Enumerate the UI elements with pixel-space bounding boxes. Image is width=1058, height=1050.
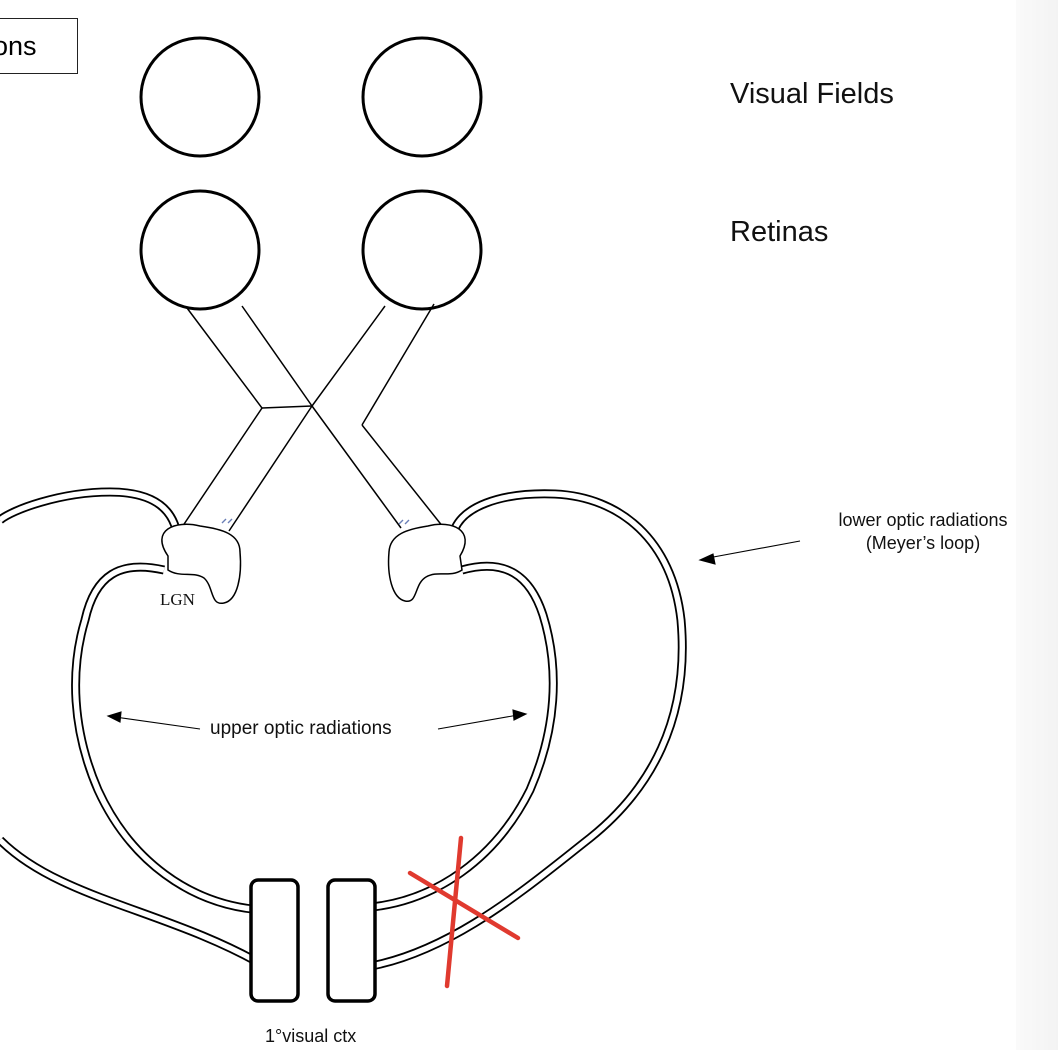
visual-cortex-right bbox=[326, 878, 377, 1003]
title-box: ons bbox=[0, 18, 78, 74]
upper-radiations-left-arrow bbox=[114, 716, 201, 730]
right-lower-optic-radiation bbox=[359, 489, 687, 973]
visual-pathway-diagram bbox=[0, 36, 801, 1003]
lgn-right bbox=[387, 523, 466, 602]
lgn-right-mark bbox=[398, 519, 410, 525]
visual-fields-label: Visual Fields bbox=[730, 78, 894, 110]
meyers-loop-arrowhead bbox=[698, 553, 716, 565]
upper-radiations-right-arrow bbox=[437, 714, 519, 730]
meyers-loop-text: (Meyer’s loop) bbox=[865, 533, 981, 553]
visual-cortex-label: 1°visual ctx bbox=[265, 1026, 357, 1046]
upper-radiations-left-arrowhead bbox=[106, 711, 122, 723]
retina-right bbox=[361, 189, 483, 311]
lgn-left-mark bbox=[221, 518, 233, 524]
lower-optic-radiations-text: lower optic radiations bbox=[838, 510, 1008, 530]
arrows bbox=[106, 540, 801, 730]
visual-field-left bbox=[139, 36, 261, 158]
right-upper-optic-radiation bbox=[371, 561, 558, 912]
upper-radiations-right-arrowhead bbox=[512, 709, 528, 721]
visual-field-right bbox=[361, 36, 483, 158]
retina-left bbox=[139, 189, 261, 311]
optic-chiasm bbox=[167, 303, 456, 549]
left-upper-optic-radiation bbox=[71, 562, 263, 915]
lgn-label: LGN bbox=[160, 590, 195, 609]
left-lower-optic-radiation bbox=[0, 487, 271, 972]
lesion-x-mark bbox=[407, 835, 521, 989]
upper-optic-radiations-label: upper optic radiations bbox=[210, 718, 392, 739]
lgn-left bbox=[161, 523, 242, 604]
visual-cortex-left bbox=[249, 878, 300, 1003]
meyers-loop-arrow bbox=[707, 540, 801, 559]
page-gutter bbox=[1016, 0, 1058, 1050]
lower-optic-radiations-label: lower optic radiations (Meyer’s loop) bbox=[808, 510, 1038, 554]
retinas-label: Retinas bbox=[730, 216, 829, 248]
